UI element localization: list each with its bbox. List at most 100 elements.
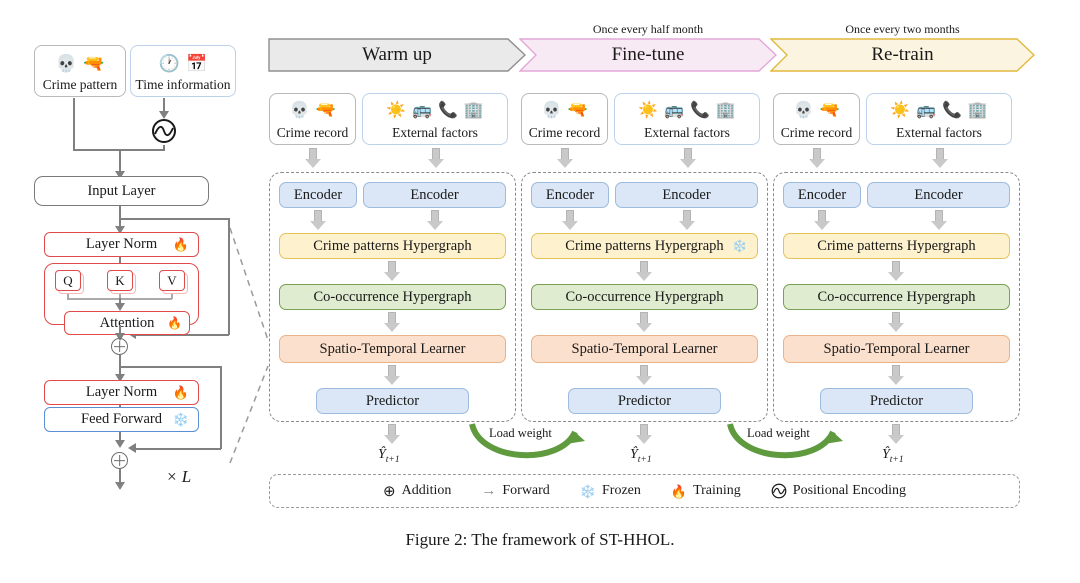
pipeline1-encoder-1-label: Encoder: [293, 186, 343, 203]
pipeline1-input-external-factors: ☀️ 🚌 📞 🏢 External factors: [362, 93, 508, 145]
pipeline1-output-sub: t+1: [385, 454, 400, 465]
block-layer-norm-2-label: Layer Norm: [85, 384, 158, 401]
skull-icon: 💀: [793, 102, 814, 120]
pipeline1-arrow-cph-down: [384, 261, 400, 281]
pipeline2-input-external-factors: ☀️ 🚌 📞 🏢 External factors: [614, 93, 760, 145]
pipeline3-spatio-temporal-learner-label: Spatio-Temporal Learner: [823, 340, 970, 357]
legend-item-forward-label: Forward: [502, 483, 550, 498]
pipeline2-crime-patterns-hypergraph-label: Crime patterns Hypergraph: [565, 237, 724, 254]
pipeline1-arrow-coh-down: [384, 312, 400, 332]
skip2-top: [119, 366, 221, 368]
pipeline1-panel: [269, 172, 516, 422]
block-attention: Attention 🔥: [64, 311, 190, 335]
k-box: K: [107, 270, 133, 291]
pipeline2-spatio-temporal-learner-label: Spatio-Temporal Learner: [571, 340, 718, 357]
pipeline1-co-occurrence-hypergraph-label: Co-occurrence Hypergraph: [313, 288, 472, 305]
line-pe-down: [163, 145, 165, 151]
pipeline1-external-icons: ☀️ 🚌 📞 🏢: [386, 96, 484, 126]
v-box-label: V: [167, 272, 177, 288]
left-input-time-information-label: Time information: [135, 77, 231, 93]
pipeline2-encoder-2: Encoder: [615, 182, 758, 208]
figure-caption: Figure 2: The framework of ST-HHOL.: [405, 530, 675, 549]
pipeline1-predictor: Predictor: [316, 388, 469, 414]
sun-icon: ☀️: [638, 102, 659, 120]
arrow-merge-to-input-layer: [119, 150, 121, 172]
pipeline3-arrow-enc1-down: [814, 210, 830, 230]
arrow-input-to-ln1: [119, 207, 121, 227]
pipeline1-input-crime-record: 💀 🔫 Crime record: [269, 93, 356, 145]
pipeline1-spatio-temporal-learner-label: Spatio-Temporal Learner: [319, 340, 466, 357]
k-drop: [119, 291, 121, 299]
stage-header-warm-up[interactable]: Warm up: [268, 38, 526, 72]
pipeline1-encoder-2-label: Encoder: [410, 186, 459, 203]
pipeline1-arrow-stl-down: [384, 365, 400, 385]
pipeline1-arrow-predictor-out: [384, 424, 400, 444]
pipeline1-crime-patterns-hypergraph: Crime patterns Hypergraph: [279, 233, 506, 259]
arrow-ff-to-add2: [119, 432, 121, 441]
pipeline2-arrow-coh-down: [636, 312, 652, 332]
stage-header-re-train[interactable]: Re-train: [770, 38, 1035, 72]
pipeline2-arrow-predictor-out: [636, 424, 652, 444]
block-input-layer-label: Input Layer: [87, 182, 156, 199]
pistol-icon: 🔫: [567, 102, 588, 120]
phone-signal-icon: 📞: [438, 102, 458, 120]
skull-icon: 💀: [541, 102, 562, 120]
stage-header-re-train-label: Re-train: [871, 44, 934, 65]
oplus-icon: ⊕: [383, 483, 396, 500]
pipeline2-external-icons: ☀️ 🚌 📞 🏢: [638, 96, 736, 126]
pipeline2-crime-patterns-hypergraph: Crime patterns Hypergraph ❄️: [531, 233, 758, 259]
pipeline3-panel: [773, 172, 1020, 422]
positional-encoding-icon: [151, 118, 177, 144]
left-input-crime-pattern-label: Crime pattern: [42, 77, 118, 93]
frozen-snowflake-icon: ❄️: [732, 239, 747, 253]
arrow-add1-to-ln2: [119, 356, 121, 375]
pipeline3-arrow-enc2-down: [931, 210, 947, 230]
legend-item-positional-encoding: Positional Encoding: [771, 483, 906, 499]
skip1-top: [119, 218, 229, 220]
pipeline3-crime-patterns-hypergraph: Crime patterns Hypergraph: [783, 233, 1010, 259]
pipeline2-arrow-crime-to-encoder: [557, 148, 573, 168]
skip2-right: [220, 366, 222, 449]
block-layer-norm-1: Layer Norm 🔥: [44, 232, 199, 257]
pipeline2-arrow-stl-down: [636, 365, 652, 385]
block-input-layer: Input Layer: [34, 176, 209, 206]
pipeline3-arrow-predictor-out: [888, 424, 904, 444]
q-drop: [67, 291, 69, 299]
bus-icon: 🚌: [664, 102, 684, 120]
pipeline3-co-occurrence-hypergraph-label: Co-occurrence Hypergraph: [817, 288, 976, 305]
line-crime-down: [73, 98, 75, 150]
pipeline2-predictor-label: Predictor: [617, 392, 672, 409]
buildings-icon: 🏢: [967, 102, 988, 120]
stage-header-fine-tune[interactable]: Fine-tune: [519, 38, 777, 72]
pipeline2-output: Ŷt+1: [630, 447, 652, 465]
left-input-time-information: 🕐 📅 Time information: [130, 45, 236, 97]
pipeline3-crime-icons: 💀 🔫: [794, 96, 840, 126]
pistol-icon: 🔫: [83, 53, 105, 73]
pipeline1-crime-patterns-hypergraph-label: Crime patterns Hypergraph: [313, 237, 472, 254]
arrow-qkv-to-attention: [119, 298, 121, 304]
pipeline1-output: Ŷt+1: [378, 447, 400, 465]
q-box-label: Q: [63, 272, 73, 288]
pipeline2-input-crime-record-label: Crime record: [528, 125, 601, 141]
legend-item-forward: → Forward: [481, 483, 549, 500]
training-flame-icon: 🔥: [172, 237, 189, 252]
pipeline2-encoder-1: Encoder: [531, 182, 609, 208]
pipeline1-encoder-2: Encoder: [363, 182, 506, 208]
pipeline1-input-crime-record-label: Crime record: [276, 125, 349, 141]
pistol-icon: 🔫: [315, 102, 336, 120]
q-box: Q: [55, 270, 81, 291]
arrow-time-to-pe: [163, 98, 165, 112]
arrow-attention-to-add1: [119, 325, 121, 334]
load-weight-label-1: Load weight: [487, 426, 554, 441]
k-box-label: K: [115, 272, 125, 288]
repeat-label: × L: [166, 467, 192, 486]
pipeline1-encoder-1: Encoder: [279, 182, 357, 208]
pipeline3-co-occurrence-hypergraph: Co-occurrence Hypergraph: [783, 284, 1010, 310]
add-node-2: [111, 452, 128, 469]
sun-icon: ☀️: [386, 102, 407, 120]
skip2-arrowhead: [128, 443, 136, 453]
calendar-icon: 📅: [186, 53, 208, 73]
buildings-icon: 🏢: [715, 102, 736, 120]
pipeline1-arrow-external-to-encoder: [428, 148, 444, 168]
